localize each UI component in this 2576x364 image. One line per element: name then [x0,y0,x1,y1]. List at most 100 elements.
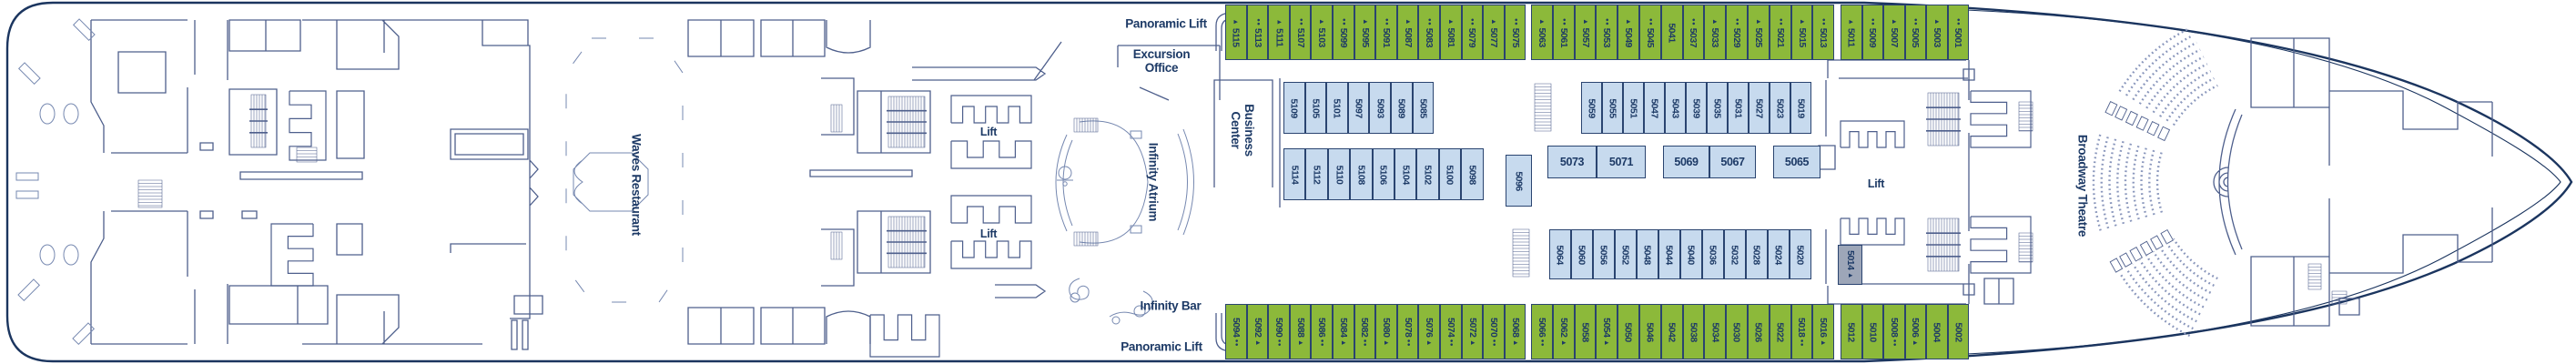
cabin-5011[interactable]: ▲5011 [1841,5,1862,60]
cabin-5004[interactable]: 5004 [1926,304,1948,359]
cabin-5034[interactable]: 5034 [1704,304,1727,359]
cabin-5079[interactable]: ●●5079 [1461,5,1484,60]
cabin-5061[interactable]: ●●5061 [1552,5,1575,60]
cabin-5032[interactable]: 5032 [1724,229,1746,279]
cabin-5090[interactable]: 5090●● [1268,304,1290,359]
cabin-5062[interactable]: 5062▲ [1552,304,1575,359]
cabin-5089[interactable]: 5089 [1391,82,1413,134]
cabin-5028[interactable]: 5028 [1746,229,1768,279]
cabin-5045[interactable]: ●●5045 [1639,5,1661,60]
cabin-5082[interactable]: 5082●● [1354,304,1376,359]
cabin-5036[interactable]: 5036 [1702,229,1724,279]
cabin-5102[interactable]: 5102 [1416,148,1439,200]
cabin-5056[interactable]: 5056 [1593,229,1615,279]
cabin-5051[interactable]: 5051 [1623,82,1644,134]
cabin-5084[interactable]: 5084▲ [1333,304,1354,359]
cabin-5023[interactable]: 5023 [1770,82,1790,134]
cabin-5024[interactable]: 5024 [1768,229,1790,279]
cabin-5008[interactable]: 5008●● [1883,304,1905,359]
cabin-5076[interactable]: 5076▲ [1418,304,1440,359]
cabin-5013[interactable]: ●●5013 [1812,5,1835,60]
cabin-5042[interactable]: 5042 [1660,304,1683,359]
cabin-5015[interactable]: ▲5015 [1790,5,1813,60]
cabin-5044[interactable]: 5044 [1658,229,1680,279]
cabin-5093[interactable]: 5093 [1369,82,1391,134]
cabin-5097[interactable]: 5097 [1347,82,1370,134]
cabin-5086[interactable]: 5086●● [1311,304,1333,359]
cabin-5094[interactable]: 5094●● [1225,304,1247,359]
cabin-5085[interactable]: 5085 [1412,82,1435,134]
cabin-5031[interactable]: 5031 [1728,82,1749,134]
cabin-5058[interactable]: 5058 [1574,304,1597,359]
cabin-5059[interactable]: 5059 [1581,82,1602,134]
cabin-5006[interactable]: 5006▲ [1904,304,1926,359]
cabin-5009[interactable]: ●●5009 [1861,5,1883,60]
cabin-5020[interactable]: 5020 [1790,229,1811,279]
cabin-5029[interactable]: ●●5029 [1726,5,1748,60]
cabin-5021[interactable]: ●●5021 [1769,5,1791,60]
cabin-5104[interactable]: 5104 [1394,148,1417,200]
cabin-5048[interactable]: 5048 [1637,229,1658,279]
cabin-5050[interactable]: 5050 [1618,304,1639,359]
cabin-5040[interactable]: 5040 [1680,229,1702,279]
cabin-5066[interactable]: 5066●● [1531,304,1553,359]
cabin-5077[interactable]: ▲5077 [1483,5,1505,60]
cabin-5053[interactable]: ●●5053 [1596,5,1618,60]
cabin-5022[interactable]: 5022 [1769,304,1791,359]
cabin-5049[interactable]: ▲5049 [1618,5,1639,60]
cabin-5054[interactable]: 5054▲ [1596,304,1618,359]
cabin-5075[interactable]: ●●5075 [1504,5,1526,60]
cabin-5103[interactable]: ▲5103 [1311,5,1333,60]
cabin-5019[interactable]: 5019 [1790,82,1811,134]
cabin-5007[interactable]: ▲5007 [1883,5,1905,60]
cabin-5018[interactable]: 5018●● [1790,304,1813,359]
cabin-5001[interactable]: ●●5001 [1947,5,1969,60]
cabin-5039[interactable]: 5039 [1686,82,1707,134]
cabin-5068[interactable]: 5068▲ [1504,304,1526,359]
cabin-5073[interactable]: 5073 [1547,146,1597,178]
cabin-5065[interactable]: 5065 [1773,146,1820,178]
cabin-5112[interactable]: 5112 [1305,148,1328,200]
cabin-5027[interactable]: 5027 [1749,82,1770,134]
cabin-5100[interactable]: 5100 [1438,148,1462,200]
cabin-5041[interactable]: 5041 [1660,5,1683,60]
cabin-5069[interactable]: 5069 [1663,146,1709,178]
cabin-5057[interactable]: ▲5057 [1574,5,1597,60]
cabin-5091[interactable]: ●●5091 [1375,5,1397,60]
cabin-5012[interactable]: 5012 [1841,304,1862,359]
cabin-5072[interactable]: 5072▲ [1461,304,1484,359]
cabin-5070[interactable]: 5070●● [1483,304,1505,359]
cabin-5055[interactable]: 5055 [1602,82,1623,134]
cabin-5096[interactable]: 5096 [1506,155,1532,207]
cabin-5052[interactable]: 5052 [1615,229,1637,279]
cabin-5111[interactable]: ▲5111 [1268,5,1290,60]
cabin-5030[interactable]: 5030 [1726,304,1748,359]
cabin-5078[interactable]: 5078●● [1396,304,1419,359]
cabin-5105[interactable]: 5105 [1304,82,1327,134]
cabin-5087[interactable]: ▲5087 [1396,5,1419,60]
cabin-5095[interactable]: ▲5095 [1354,5,1376,60]
cabin-5047[interactable]: 5047 [1644,82,1665,134]
cabin-5010[interactable]: 5010 [1861,304,1883,359]
cabin-5115[interactable]: ▲5115 [1225,5,1247,60]
cabin-5071[interactable]: 5071 [1597,146,1646,178]
cabin-5026[interactable]: 5026 [1748,304,1770,359]
cabin-5109[interactable]: 5109 [1283,82,1305,134]
cabin-5088[interactable]: 5088▲ [1289,304,1312,359]
cabin-5107[interactable]: ●●5107 [1289,5,1312,60]
cabin-5016[interactable]: 5016▲ [1812,304,1835,359]
cabin-5080[interactable]: 5080▲ [1375,304,1397,359]
cabin-5099[interactable]: ●●5099 [1333,5,1354,60]
cabin-5060[interactable]: 5060 [1571,229,1593,279]
cabin-5098[interactable]: 5098 [1461,148,1484,200]
cabin-5002[interactable]: 5002 [1947,304,1969,359]
cabin-5092[interactable]: 5092▲ [1246,304,1269,359]
cabin-5064[interactable]: 5064 [1549,229,1571,279]
cabin-5046[interactable]: 5046 [1639,304,1661,359]
cabin-5067[interactable]: 5067 [1709,146,1756,178]
cabin-5035[interactable]: 5035 [1707,82,1728,134]
cabin-5043[interactable]: 5043 [1665,82,1686,134]
cabin-5114[interactable]: 5114 [1283,148,1306,200]
cabin-5063[interactable]: ▲5063 [1531,5,1553,60]
cabin-5037[interactable]: ●●5037 [1682,5,1705,60]
